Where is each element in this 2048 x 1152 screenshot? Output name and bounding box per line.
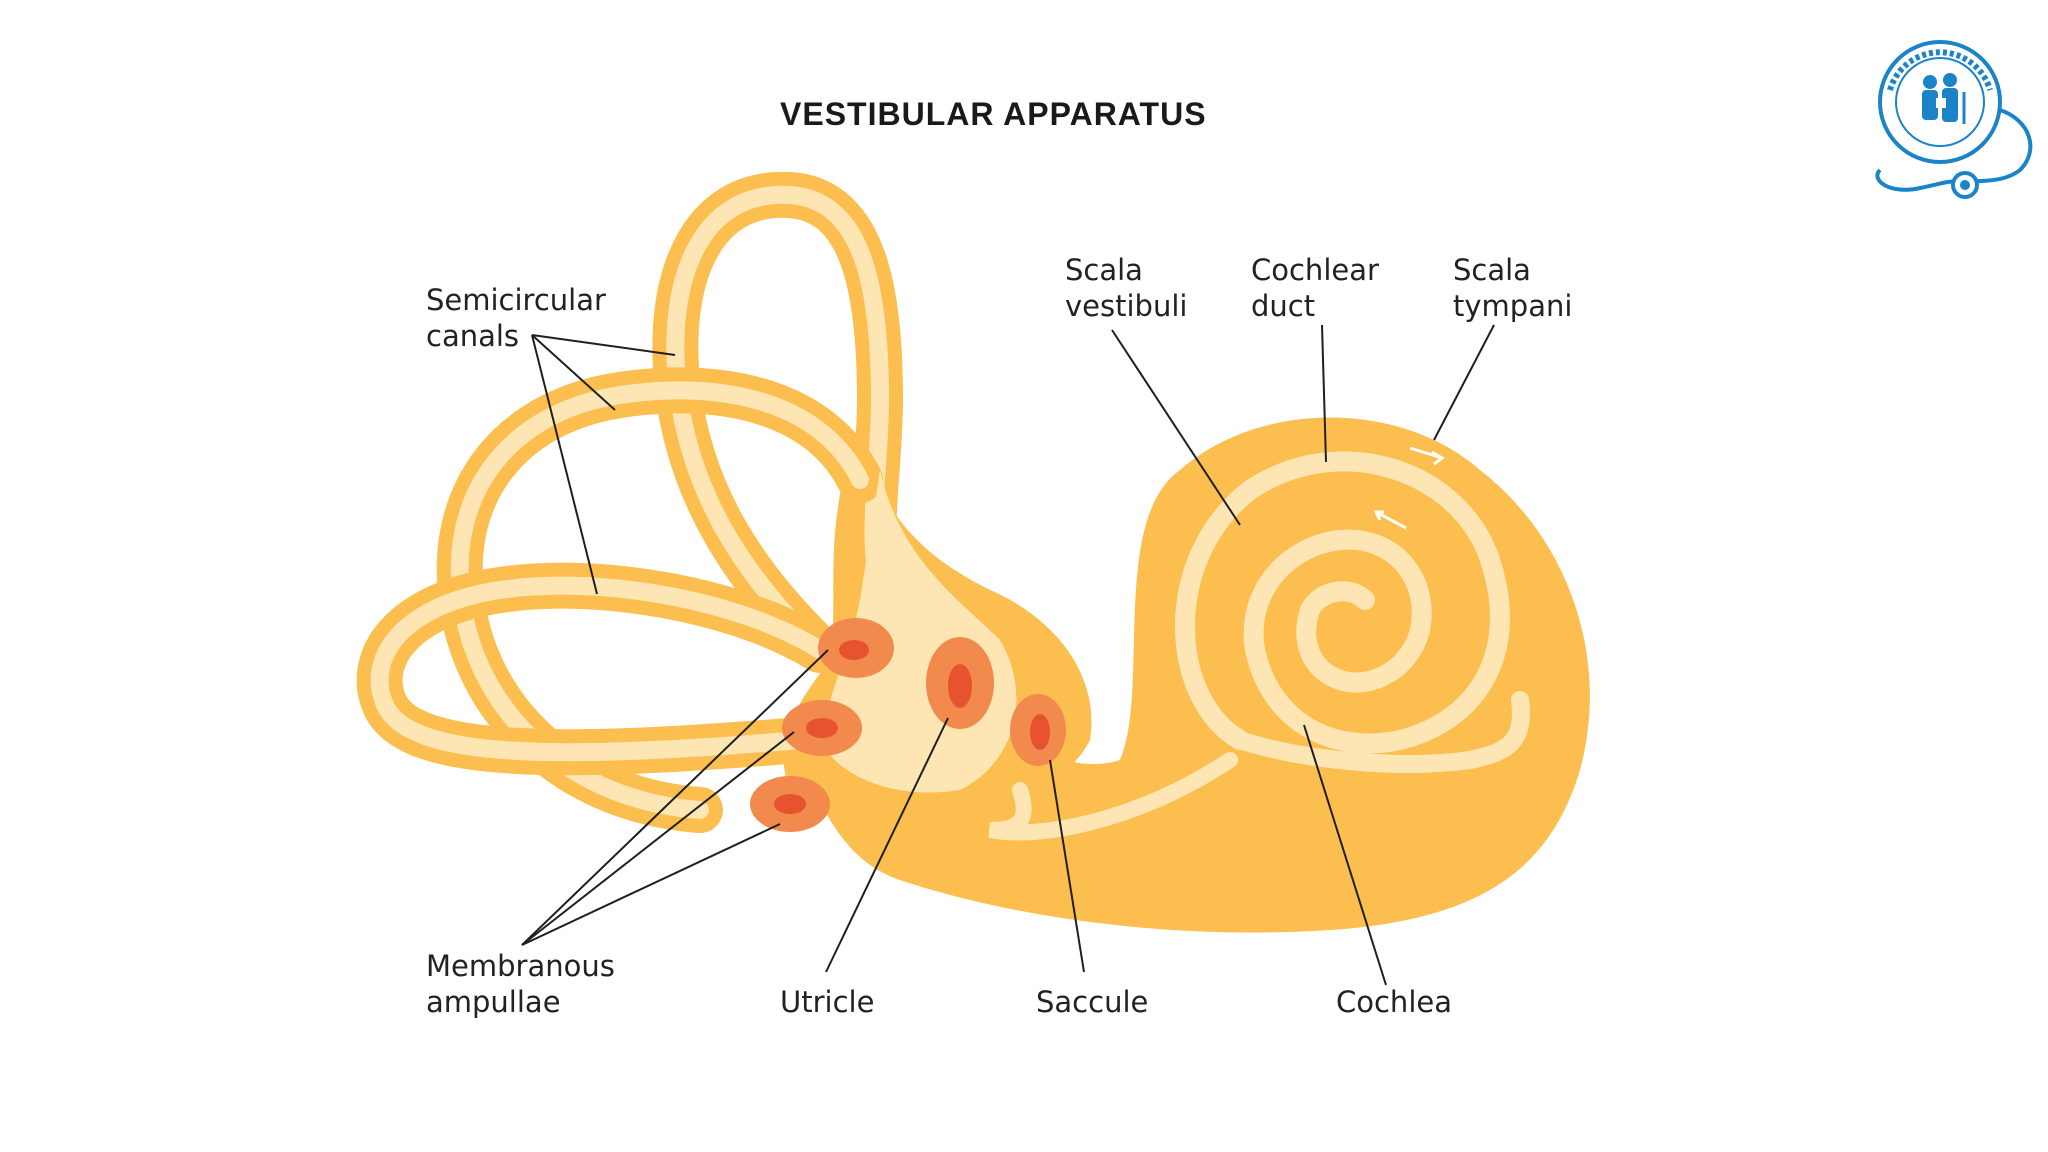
ampulla-posterior xyxy=(750,776,830,832)
label-scala-vestibuli-line2: vestibuli xyxy=(1065,289,1188,323)
leader-semicircular-3 xyxy=(531,334,598,595)
leader-cochlear-duct xyxy=(1321,324,1327,463)
utricle-shape xyxy=(926,637,994,729)
label-cochlear-duct-line2: duct xyxy=(1251,289,1316,323)
label-membranous-ampullae-line1: Membranous xyxy=(426,949,615,983)
label-saccule: Saccule xyxy=(1036,985,1149,1019)
label-semicircular-canals-line1: Semicircular xyxy=(426,283,606,317)
label-scala-tympani-line1: Scala xyxy=(1453,253,1531,287)
label-scala-vestibuli: Scala vestibuli xyxy=(1065,252,1187,324)
lateral-semicircular-canal-lumen xyxy=(370,576,829,762)
label-semicircular-canals: Semicircular canals xyxy=(426,282,606,354)
leader-semicircular-1 xyxy=(531,334,676,356)
label-scala-tympani-line2: tympani xyxy=(1453,289,1573,323)
cochlear-duct-connection xyxy=(988,752,1238,841)
hospital-logo xyxy=(1875,40,2033,199)
diagram-title: VESTIBULAR APPARATUS xyxy=(780,96,1207,132)
leader-utricle xyxy=(825,717,949,973)
leader-cochlea xyxy=(1303,724,1387,986)
label-cochlear-duct-line1: Cochlear xyxy=(1251,253,1379,287)
leader-scala-tympani xyxy=(1433,324,1495,441)
ampulla-lateral xyxy=(782,700,862,756)
fluid-flow-arrow-upper xyxy=(1409,446,1445,466)
leader-ampullae-3 xyxy=(521,823,781,946)
leader-lines xyxy=(521,324,1495,986)
leader-ampullae-2 xyxy=(521,731,795,946)
leader-scala-vestibuli xyxy=(1111,329,1241,526)
label-membranous-ampullae-line2: ampullae xyxy=(426,985,561,1019)
label-semicircular-canals-line2: canals xyxy=(426,319,520,353)
label-scala-tympani: Scala tympani xyxy=(1453,252,1572,324)
leader-saccule xyxy=(1049,759,1085,973)
superior-semicircular-canal-lumen xyxy=(666,185,899,649)
label-membranous-ampullae: Membranous ampullae xyxy=(426,948,615,1020)
label-cochlea: Cochlea xyxy=(1336,985,1452,1019)
label-scala-vestibuli-line1: Scala xyxy=(1065,253,1143,287)
cochlear-spiral xyxy=(1175,451,1510,754)
label-utricle: Utricle xyxy=(780,985,875,1019)
ampulla-superior xyxy=(818,618,894,678)
label-cochlear-duct: Cochlear duct xyxy=(1251,252,1379,324)
leader-semicircular-2 xyxy=(531,334,616,411)
cochlear-outer-turn xyxy=(1231,691,1530,773)
saccule-shape xyxy=(1010,694,1066,766)
leader-ampullae-1 xyxy=(521,649,829,946)
fluid-flow-arrow-lower xyxy=(1373,510,1407,530)
